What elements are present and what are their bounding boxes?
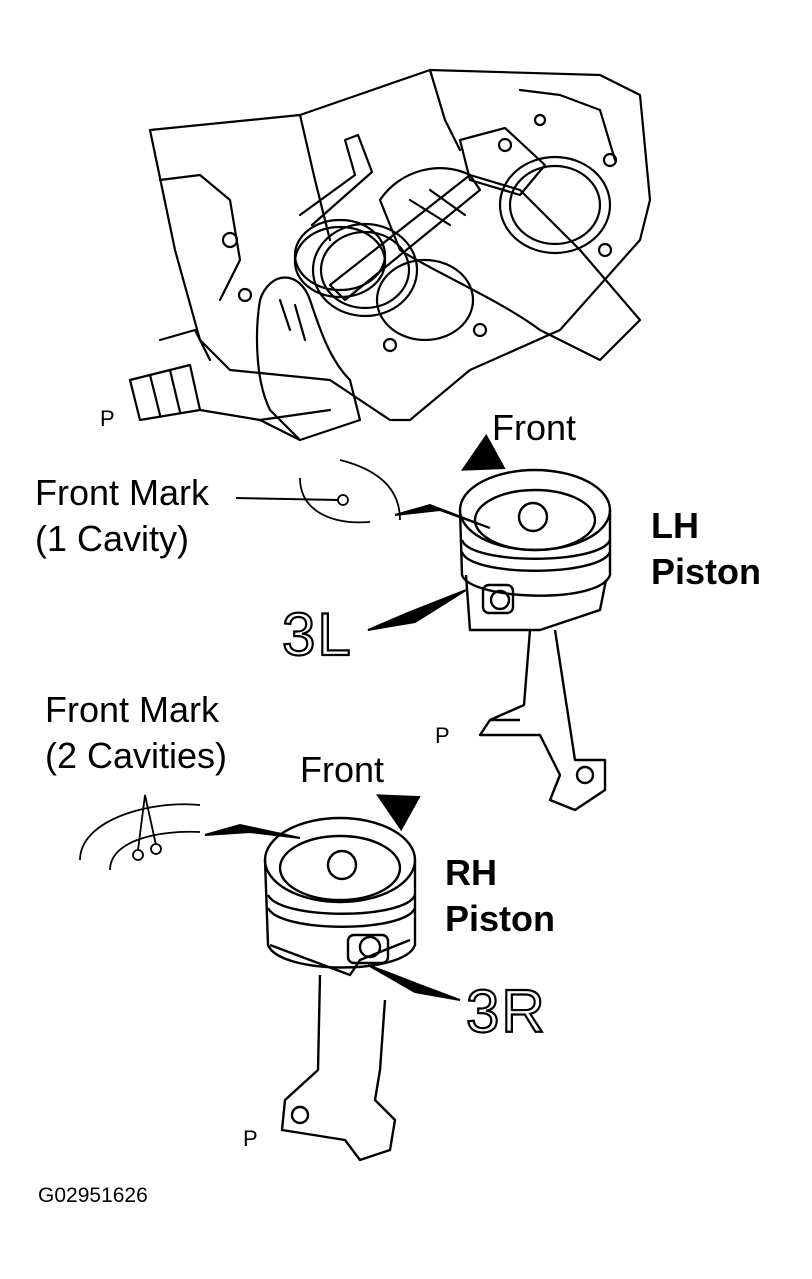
lh-front-mark-arrow xyxy=(394,503,491,529)
rh-front-mark-detail xyxy=(79,794,201,871)
lh-front-arrow xyxy=(460,433,506,471)
figure-code: G02951626 xyxy=(38,1184,148,1207)
p-label-rh: P xyxy=(243,1126,258,1151)
p-label-lh: P xyxy=(435,723,450,748)
rh-piston-title: RH xyxy=(445,852,497,893)
lh-3l-arrow xyxy=(367,589,467,631)
front-mark-lh-title: Front Mark xyxy=(35,472,210,513)
front-mark-lh-subtitle: (1 Cavity) xyxy=(35,518,190,559)
lh-piston-drawing xyxy=(458,468,612,812)
rh-piston-drawing xyxy=(263,816,417,1162)
front-label-lh: Front xyxy=(492,407,577,448)
front-label-rh: Front xyxy=(300,749,385,790)
rh-3r-arrow xyxy=(367,964,461,1001)
front-mark-rh-title: Front Mark xyxy=(45,689,220,730)
mark-3r-text: 3R xyxy=(466,978,547,1045)
lh-piston-title: LH xyxy=(651,505,699,546)
engine-block-drawing xyxy=(128,68,652,442)
lh-piston-subtitle: Piston xyxy=(651,551,762,592)
front-mark-rh-subtitle: (2 Cavities) xyxy=(45,735,228,776)
lh-front-mark-leader xyxy=(235,497,339,501)
rh-front-arrow xyxy=(376,794,421,832)
rh-piston-subtitle: Piston xyxy=(445,898,556,939)
mark-3l-text: 3L xyxy=(282,601,353,668)
lh-front-mark-detail xyxy=(299,459,401,524)
p-label-top: P xyxy=(100,406,115,431)
rh-front-mark-arrow xyxy=(204,823,301,839)
